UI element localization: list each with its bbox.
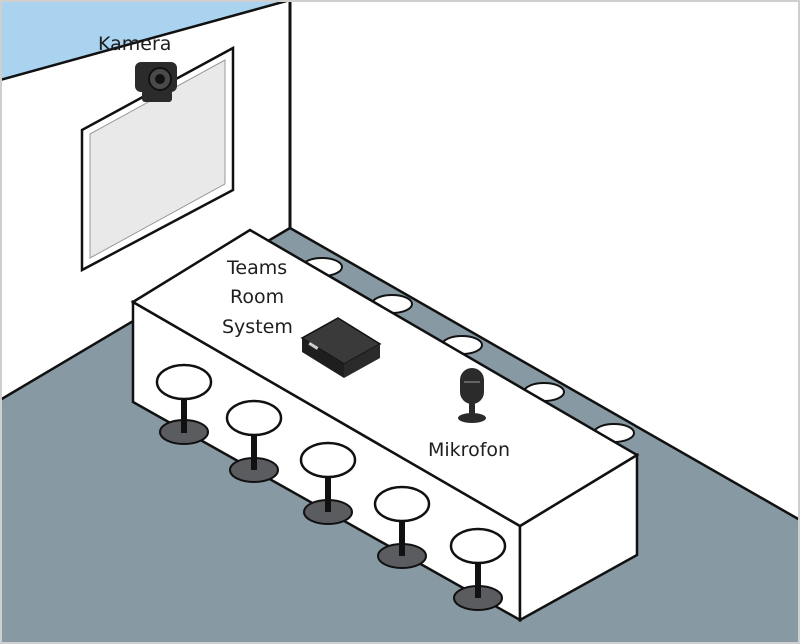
teams-room-label-line-3: System bbox=[222, 316, 293, 338]
microphone-icon bbox=[458, 368, 486, 423]
front-stools bbox=[155, 363, 507, 611]
stool bbox=[299, 441, 357, 525]
stool bbox=[449, 527, 507, 611]
microphone-label: Mikrofon bbox=[428, 439, 510, 461]
camera-icon bbox=[135, 62, 177, 102]
stool bbox=[225, 399, 283, 483]
camera-label: Kamera bbox=[98, 33, 171, 55]
back-chairs bbox=[301, 257, 635, 443]
teams-room-label-line-1: Teams bbox=[226, 257, 287, 279]
stool bbox=[155, 363, 213, 445]
teams-room-label-line-2: Room bbox=[230, 286, 284, 308]
teams-room-label: Teams Room System bbox=[222, 257, 293, 338]
wall-screen bbox=[80, 45, 235, 273]
teams-room-device-icon bbox=[300, 317, 382, 378]
stool bbox=[373, 485, 431, 569]
